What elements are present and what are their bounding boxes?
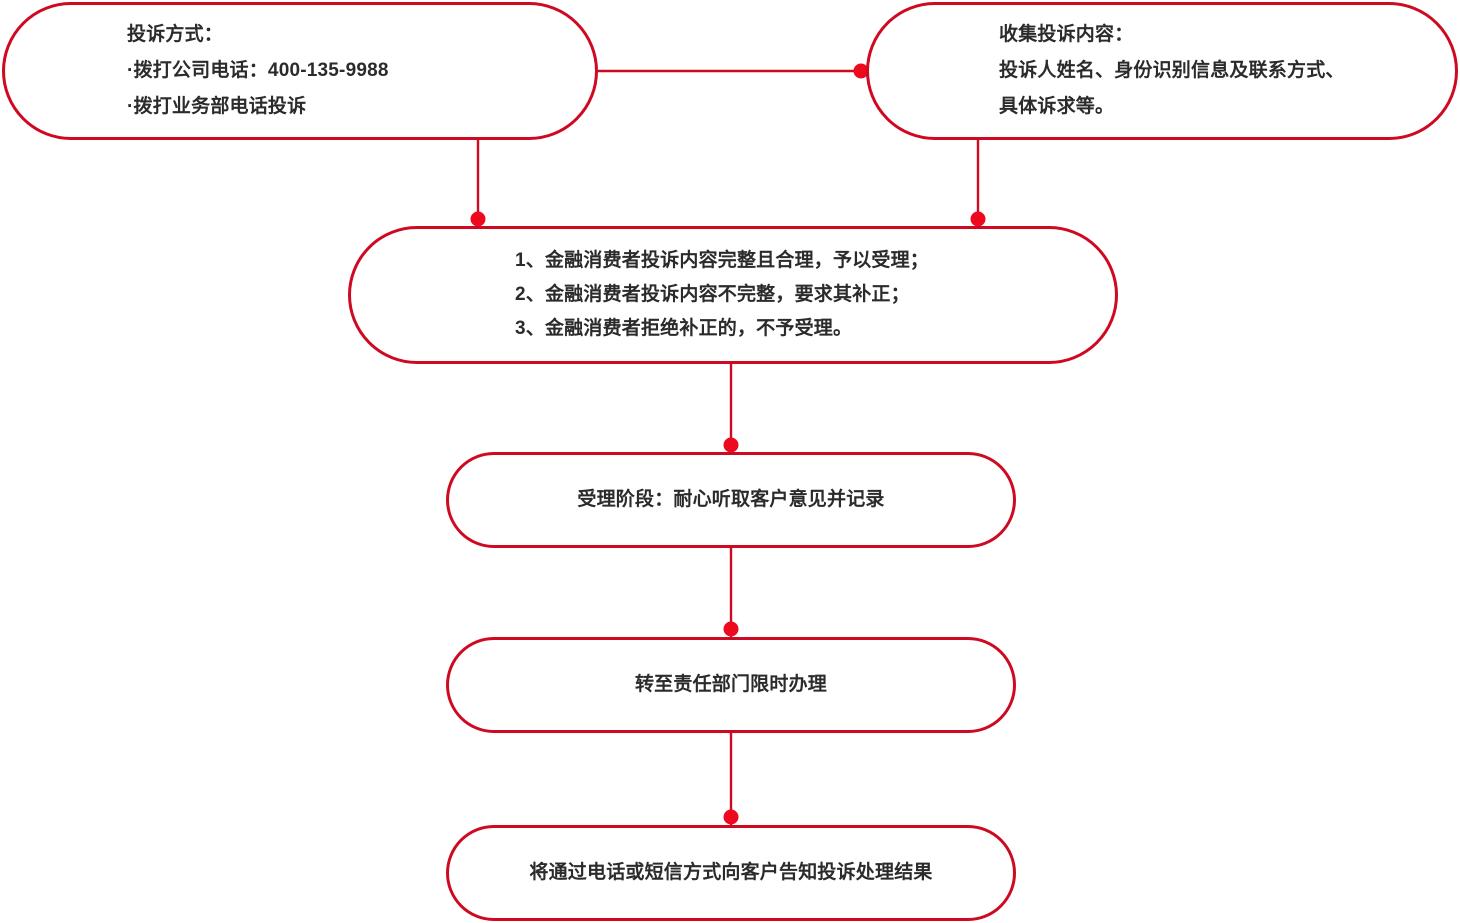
acceptance-rules-list: 1、金融消费者投诉内容完整且合理，予以受理； 2、金融消费者投诉内容不完整，要求… [515,244,951,346]
node-complaint-channels-line-3: ·拨打业务部电话投诉 [127,96,307,117]
edge-dot-transfer-to-notify [723,809,739,825]
acceptance-rule-2: 2、金融消费者投诉内容不完整，要求其补正； [515,284,910,305]
edge-dot-channels-to-rules [470,211,486,227]
node-complaint-channels-line-2: ·拨打公司电话：400-135-9988 [127,60,389,81]
node-collect-info-line-3: 具体诉求等。 [999,96,1115,117]
node-complaint-channels[interactable]: 投诉方式： ·拨打公司电话：400-135-9988 ·拨打业务部电话投诉 [2,2,598,140]
node-transfer-dept[interactable]: 转至责任部门限时办理 [446,637,1016,733]
node-complaint-channels-line-1: 投诉方式： [127,24,224,45]
edge-dot-intake-to-transfer [723,621,739,637]
node-notify-result[interactable]: 将通过电话或短信方式向客户告知投诉处理结果 [446,825,1016,921]
node-notify-result-label: 将通过电话或短信方式向客户告知投诉处理结果 [529,862,933,883]
node-collect-info-line-2: 投诉人姓名、身份识别信息及联系方式、 [999,60,1345,81]
acceptance-rule-1: 1、金融消费者投诉内容完整且合理，予以受理； [515,250,929,271]
node-intake-stage[interactable]: 受理阶段：耐心听取客户意见并记录 [446,452,1016,548]
node-collect-info[interactable]: 收集投诉内容： 投诉人姓名、身份识别信息及联系方式、 具体诉求等。 [866,2,1458,140]
edge-dot-collect-to-rules [970,211,986,227]
node-transfer-dept-label: 转至责任部门限时办理 [634,674,827,695]
acceptance-rule-3: 3、金融消费者拒绝补正的，不予受理。 [515,318,853,339]
node-acceptance-rules[interactable]: 1、金融消费者投诉内容完整且合理，予以受理； 2、金融消费者投诉内容不完整，要求… [348,226,1118,364]
edge-dot-rules-to-intake [723,437,739,453]
node-intake-stage-label: 受理阶段：耐心听取客户意见并记录 [577,489,885,510]
node-collect-info-line-1: 收集投诉内容： [999,24,1134,45]
